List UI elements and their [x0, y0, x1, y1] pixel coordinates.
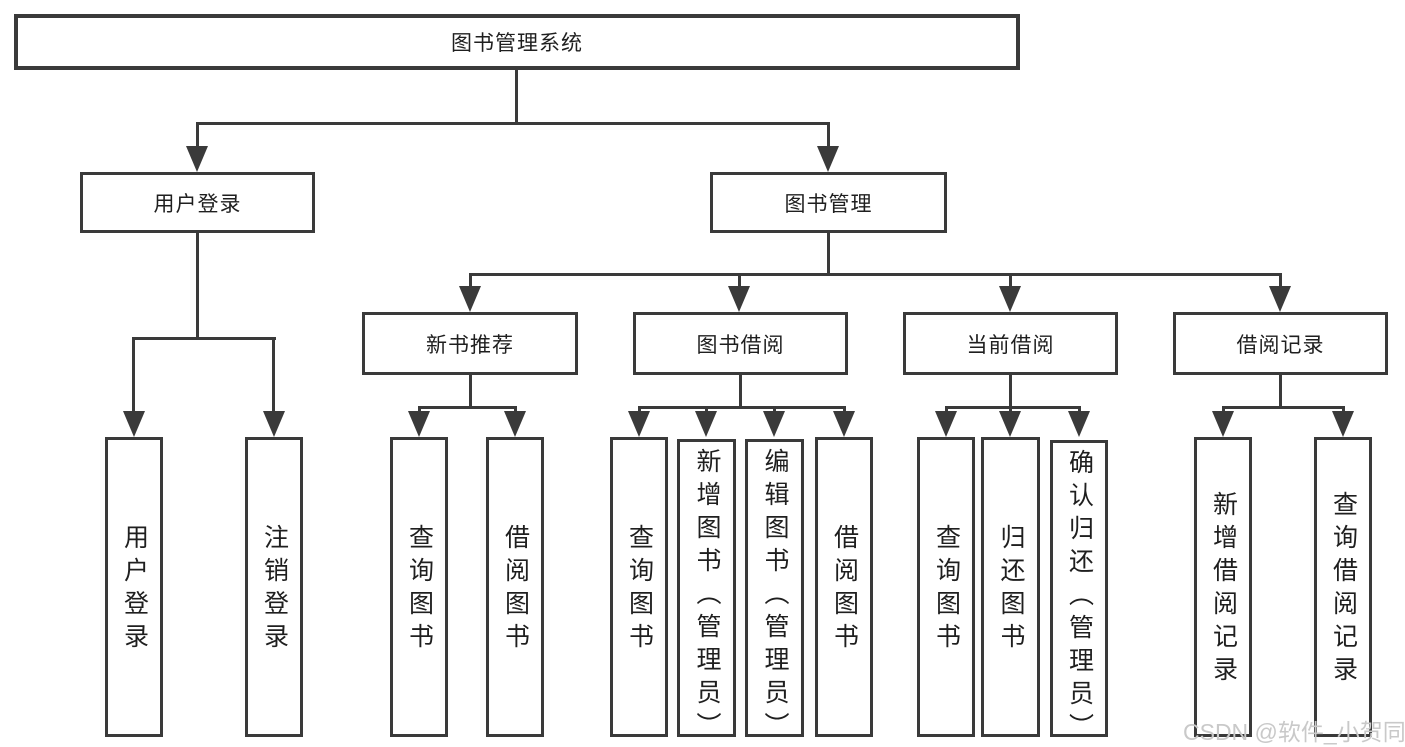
connector-current-borrow-down [1009, 375, 1012, 409]
arrowhead-cb-confirm [1068, 411, 1090, 437]
arrowhead-nb-borrow [504, 411, 526, 437]
leaf-nb-query-books: 查询图书 [390, 437, 448, 737]
connector-user-login-stem [196, 122, 199, 150]
connector-current-borrow-stem [1009, 273, 1012, 289]
arrowhead-bb-borrow [833, 411, 855, 437]
connector-book-borrow-stem [738, 273, 741, 289]
leaf-cb-return-books: 归还图书 [981, 437, 1040, 737]
connector-level3-horizontal [469, 273, 1282, 276]
arrowhead-leaf-logout [263, 411, 285, 437]
arrowhead-cb-return [999, 411, 1021, 437]
arrowhead-borrow-records [1269, 286, 1291, 312]
arrowhead-bb-query [628, 411, 650, 437]
leaf-user-login: 用户登录 [105, 437, 163, 737]
connector-level2-horizontal [196, 122, 830, 125]
arrowhead-nb-query [408, 411, 430, 437]
leaf-br-query-record: 查询借阅记录 [1314, 437, 1372, 737]
leaf-bb-query-books: 查询图书 [610, 437, 668, 737]
connector-book-management-down [827, 233, 830, 275]
connector-book-borrow-group-horizontal [638, 406, 846, 409]
arrowhead-current-borrow [999, 286, 1021, 312]
leaf-nb-borrow-books: 借阅图书 [486, 437, 544, 737]
connector-leaf-logout-stem [272, 337, 275, 415]
arrowhead-book-borrow [728, 286, 750, 312]
leaf-cb-query-books: 查询图书 [917, 437, 975, 737]
connector-user-login-horizontal [133, 337, 276, 340]
connector-new-book-group-horizontal [418, 406, 517, 409]
node-new-book-recommend: 新书推荐 [362, 312, 578, 375]
arrowhead-new-book [459, 286, 481, 312]
node-current-borrow: 当前借阅 [903, 312, 1118, 375]
node-user-login: 用户登录 [80, 172, 315, 233]
leaf-logout-login: 注销登录 [245, 437, 303, 737]
connector-root-stub [515, 70, 518, 124]
connector-user-login-down [196, 233, 199, 340]
leaf-bb-borrow-books: 借阅图书 [815, 437, 873, 737]
connector-current-borrow-group-horizontal [945, 406, 1081, 409]
arrowhead-br-query [1332, 411, 1354, 437]
arrowhead-bb-add [695, 411, 717, 437]
connector-borrow-records-down [1279, 375, 1282, 409]
arrowhead-cb-query [935, 411, 957, 437]
leaf-br-add-record: 新增借阅记录 [1194, 437, 1252, 737]
connector-book-management-stem [827, 122, 830, 150]
connector-borrow-records-stem [1279, 273, 1282, 289]
arrowhead-bb-edit [763, 411, 785, 437]
connector-new-book-down [469, 375, 472, 409]
leaf-bb-edit-books-admin: 编辑图书（管理员） [745, 439, 804, 745]
node-borrow-records: 借阅记录 [1173, 312, 1388, 375]
node-library-management-system: 图书管理系统 [14, 14, 1020, 70]
connector-borrow-records-group-horizontal [1222, 406, 1345, 409]
node-book-borrow: 图书借阅 [633, 312, 848, 375]
connector-new-book-stem [469, 273, 472, 289]
arrowhead-book-management [817, 146, 839, 172]
connector-leaf-login-stem [132, 337, 135, 415]
leaf-cb-confirm-return-admin: 确认归还（管理员） [1050, 440, 1108, 746]
node-book-management: 图书管理 [710, 172, 947, 233]
arrowhead-leaf-login [123, 411, 145, 437]
arrowhead-user-login [186, 146, 208, 172]
arrowhead-br-add [1212, 411, 1234, 437]
leaf-bb-add-books-admin: 新增图书（管理员） [677, 439, 736, 745]
csdn-watermark: CSDN @软件_小贺同学 [1183, 719, 1405, 745]
connector-book-borrow-down [739, 375, 742, 409]
